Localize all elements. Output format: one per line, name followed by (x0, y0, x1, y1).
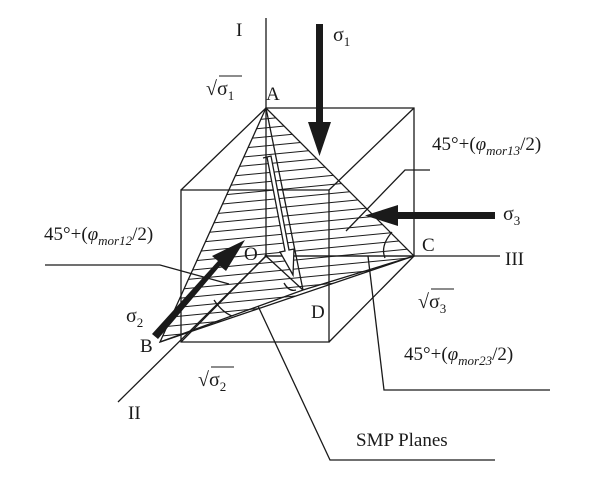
angle-arc-b (213, 299, 233, 317)
line-a-d (265, 107, 304, 291)
smp-triangle (158, 106, 416, 344)
sigma2-label: σ2 (126, 305, 143, 330)
angle-mor23-label: 45°+(φmor23/2) (404, 344, 513, 368)
cube-edge (328, 107, 415, 191)
sigma2-arrow (152, 240, 245, 339)
smp-planes-label: SMP Planes (356, 430, 448, 451)
sqrt-sigma3-label: √σ3 (418, 288, 454, 316)
point-b-label: B (140, 336, 153, 357)
svg-text:√σ2: √σ2 (198, 369, 226, 394)
sigma1-label: σ1 (333, 24, 350, 49)
sqrt-sigma1-label: √σ1 (206, 75, 242, 103)
line-c-d (302, 255, 415, 291)
hatch-line (160, 273, 414, 303)
angle-mor12-label: 45°+(φmor12/2) (44, 224, 153, 248)
hatch-line (160, 138, 414, 168)
cube-edge (180, 255, 267, 343)
hatch-line (160, 147, 414, 177)
hatch-line (160, 111, 414, 141)
angle-mor13-label: 45°+(φmor13/2) (432, 134, 541, 158)
axis-3-label: III (505, 249, 524, 270)
line-o-d (265, 255, 304, 291)
hatch-line (160, 156, 414, 186)
axis-1-label: I (236, 20, 242, 41)
point-d-label: D (311, 302, 325, 323)
cube-edge (328, 255, 415, 343)
sqrt-sigma2-label: √σ2 (198, 366, 234, 394)
leader-a13 (345, 169, 430, 232)
hollow-arrow (262, 155, 295, 278)
origin-point (264, 254, 268, 258)
point-c-label: C (422, 235, 435, 256)
smp-plane-hatching (160, 108, 414, 342)
svg-text:√σ3: √σ3 (418, 291, 446, 316)
sigma3-arrow (365, 205, 495, 226)
angle-arc-c (382, 231, 393, 259)
sigma3-label: σ3 (503, 203, 520, 228)
point-a-label: A (266, 84, 280, 105)
axis-2-label: II (128, 403, 141, 424)
leader-smp (257, 305, 495, 461)
svg-text:√σ1: √σ1 (206, 78, 234, 103)
angle-arc-d (283, 282, 297, 291)
cube-edge (180, 107, 267, 191)
point-o-label: O (244, 244, 258, 265)
leader-a23 (367, 255, 550, 391)
sigma1-arrow (308, 24, 331, 156)
